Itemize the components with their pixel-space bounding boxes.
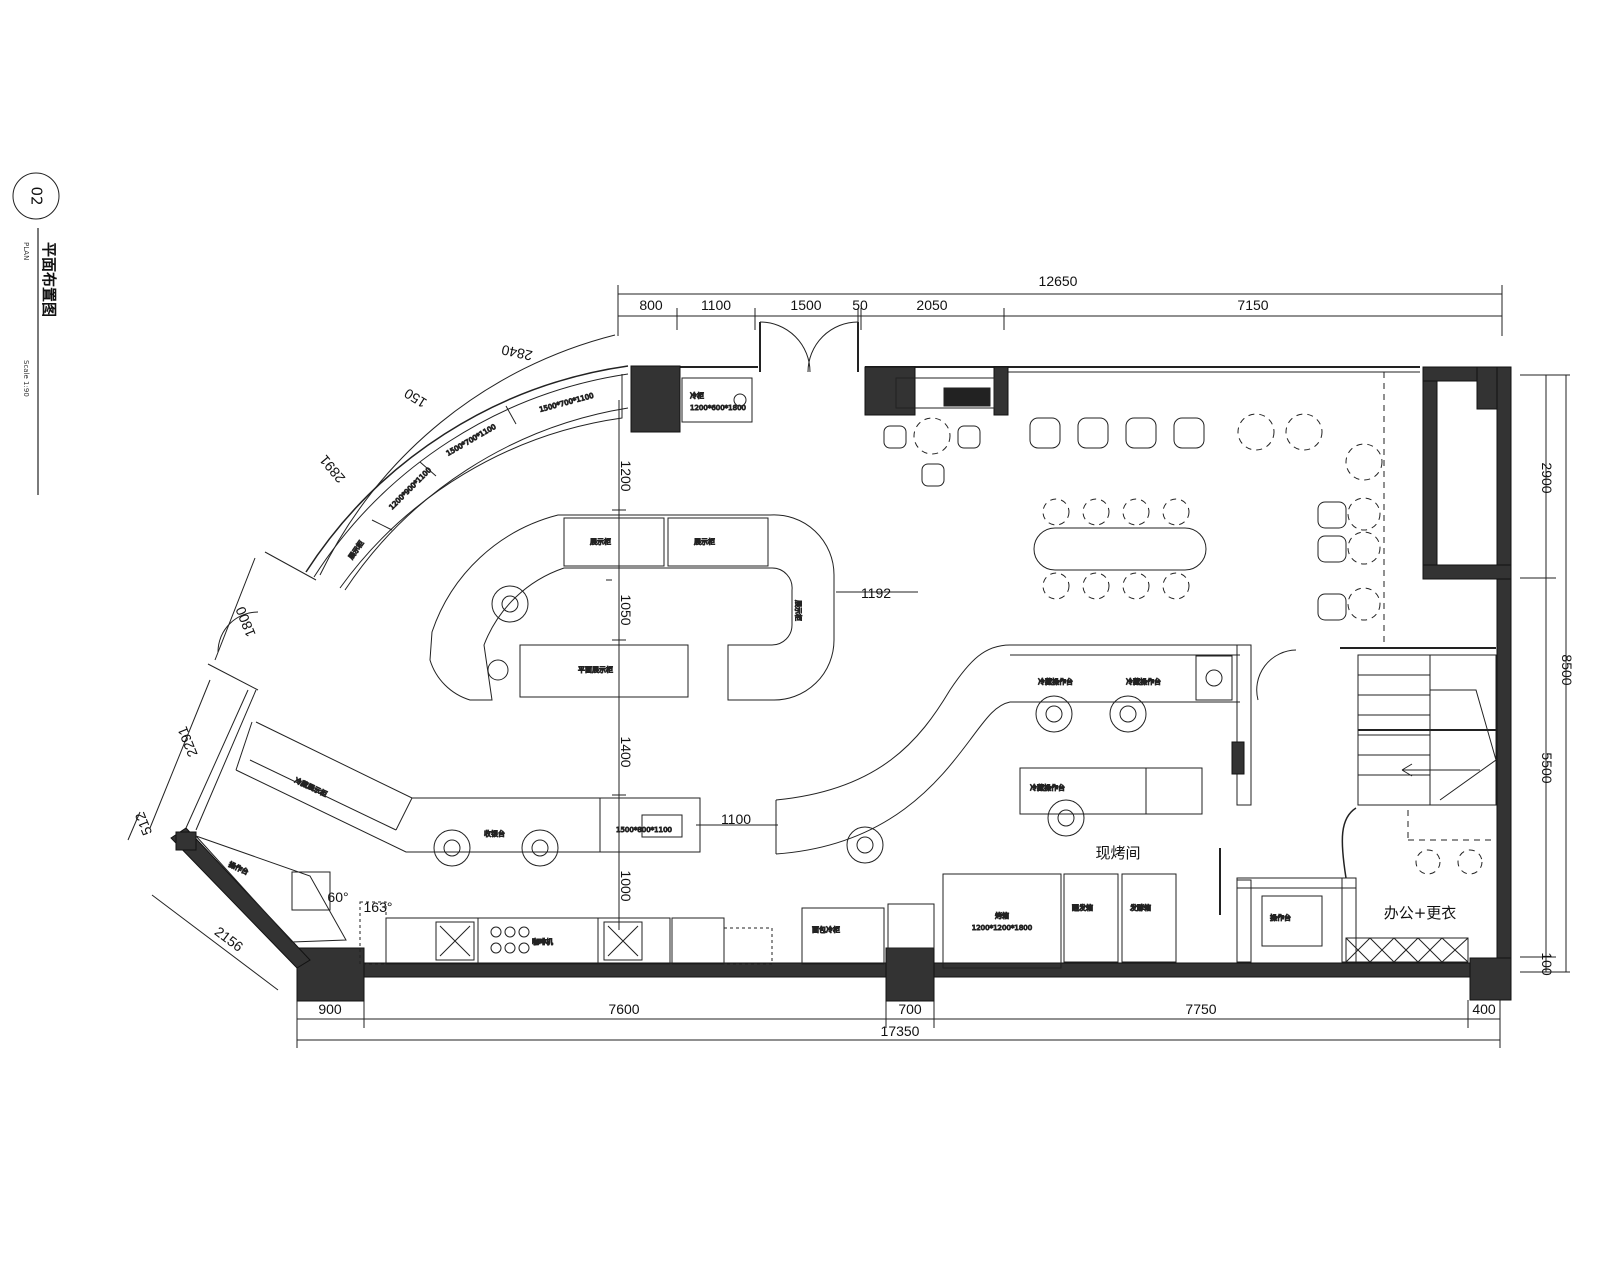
svg-text:1500*700*1100: 1500*700*1100: [538, 392, 594, 414]
dim-right-1: 2900: [1539, 462, 1555, 493]
dim-center-3: 1400: [618, 736, 634, 767]
column-bottom-right: [1469, 957, 1512, 1001]
drawing-scale: Scale 1:90: [22, 360, 30, 397]
svg-text:1200*600*1800: 1200*600*1800: [690, 404, 746, 412]
center-dimension-chain: [606, 400, 918, 930]
dim-center-2: 1050: [618, 594, 634, 625]
staircase: [1340, 647, 1497, 806]
dim-bottom-4: 7750: [1185, 1001, 1216, 1017]
top-dimension-chain: [617, 285, 1503, 336]
bottom-dimension-chain: [296, 1000, 1501, 1048]
room-label-office: 办公+更衣: [1384, 904, 1457, 922]
seating-area: [883, 372, 1385, 645]
dim-inner-1100: 1100: [721, 811, 751, 827]
dim-diag-1800: 1800: [232, 604, 259, 639]
kitchen-walls: [1219, 644, 1357, 963]
dim-bottom-3: 700: [898, 1001, 922, 1017]
dim-top-6: 7150: [1237, 297, 1268, 313]
svg-text:冷藏操作台: 冷藏操作台: [1126, 677, 1161, 686]
dim-diag-2840: 2840: [500, 342, 534, 364]
svg-text:收银台: 收银台: [484, 829, 505, 838]
dim-diag-2891: 2891: [316, 452, 348, 486]
dim-right-2: 5500: [1539, 752, 1555, 783]
dim-bottom-total: 17350: [881, 1023, 920, 1039]
dim-top-1: 800: [639, 297, 663, 313]
diagonal-dimensions: [127, 334, 616, 991]
drawing-subtitle: PLAN: [22, 242, 30, 260]
dim-bottom-5: 400: [1472, 1001, 1496, 1017]
angle-163: 163°: [364, 899, 393, 915]
svg-text:1200*900*1100: 1200*900*1100: [388, 466, 433, 511]
svg-text:冷藏展示柜: 冷藏展示柜: [293, 776, 329, 799]
room-label-bake: 现烤间: [1095, 844, 1140, 862]
oven-label: 烤箱: [995, 911, 1009, 920]
dim-diag-2291: 2291: [174, 724, 201, 759]
svg-text:咖啡机: 咖啡机: [532, 937, 553, 946]
title-block: 02 平面布置图 PLAN Scale 1:90: [12, 172, 60, 495]
dim-bottom-2: 7600: [608, 1001, 639, 1017]
column-bottom-mid: [885, 947, 935, 1002]
dim-top-5: 2050: [916, 297, 947, 313]
back-counter: 咖啡机: [359, 901, 773, 965]
right-dimension-chain: [1520, 374, 1570, 973]
svg-text:冷藏操作台: 冷藏操作台: [1030, 783, 1065, 792]
column-top-mid: [864, 366, 916, 416]
kitchen-equipment: 冷藏操作台 烤箱 1200*1200*1800 醒发箱 发酵箱 面包冷柜 操作台: [801, 767, 1323, 969]
dim-center-4: 1000: [618, 870, 634, 901]
svg-text:展示柜: 展示柜: [694, 537, 715, 546]
svg-text:1500*800*1100: 1500*800*1100: [616, 826, 672, 834]
column-bottom-left: [296, 947, 365, 1002]
svg-text:面包冷柜: 面包冷柜: [812, 925, 840, 934]
dim-top-4: 50: [852, 297, 868, 313]
dim-center-1: 1200: [618, 460, 634, 491]
dim-diag-2156: 2156: [212, 923, 247, 955]
staff-chairs: [433, 585, 1147, 867]
dim-bottom-1: 900: [318, 1001, 342, 1017]
svg-text:冷藏操作台: 冷藏操作台: [1038, 677, 1073, 686]
dim-top-3: 1500: [790, 297, 821, 313]
dim-diag-512: 512: [131, 810, 155, 838]
entrance-doors: [217, 321, 859, 653]
display-cabinets-curved: 展示柜 1200*900*1100 1500*700*1100 1500*700…: [339, 374, 753, 589]
drawing-title: 平面布置图: [40, 242, 58, 317]
dim-right-3: 100: [1539, 952, 1555, 976]
svg-text:展示柜: 展示柜: [346, 539, 365, 561]
svg-text:醒发箱: 醒发箱: [1072, 903, 1093, 912]
office: [1256, 649, 1494, 963]
column-top-left: [630, 365, 681, 433]
svg-text:发酵箱: 发酵箱: [1130, 903, 1151, 912]
dim-top-total: 12650: [1039, 273, 1078, 289]
svg-text:1200*1200*1800: 1200*1200*1800: [972, 924, 1032, 932]
dim-right-total: 8500: [1559, 654, 1575, 685]
svg-text:平面展示柜: 平面展示柜: [578, 665, 613, 674]
kitchen-partition: 冷藏操作台 冷藏操作台: [775, 644, 1250, 855]
drawing-number-circle: [12, 172, 60, 220]
drawing-number: 02: [28, 186, 46, 205]
right-wall: [1496, 366, 1512, 973]
dim-top-2: 1100: [701, 297, 731, 313]
svg-text:展示柜: 展示柜: [590, 537, 611, 546]
central-island: 展示柜 展示柜 平面展示柜 展示柜: [429, 514, 835, 701]
svg-text:展示柜: 展示柜: [794, 600, 803, 621]
curved-facade: [185, 365, 629, 831]
dim-diag-150: 150: [401, 385, 429, 411]
svg-text:冷柜: 冷柜: [690, 391, 704, 400]
svg-text:操作台: 操作台: [1270, 913, 1291, 922]
dim-inner-1192: 1192: [861, 585, 891, 601]
angle-60: 60°: [327, 889, 348, 905]
exterior-walls: [170, 365, 1512, 1002]
